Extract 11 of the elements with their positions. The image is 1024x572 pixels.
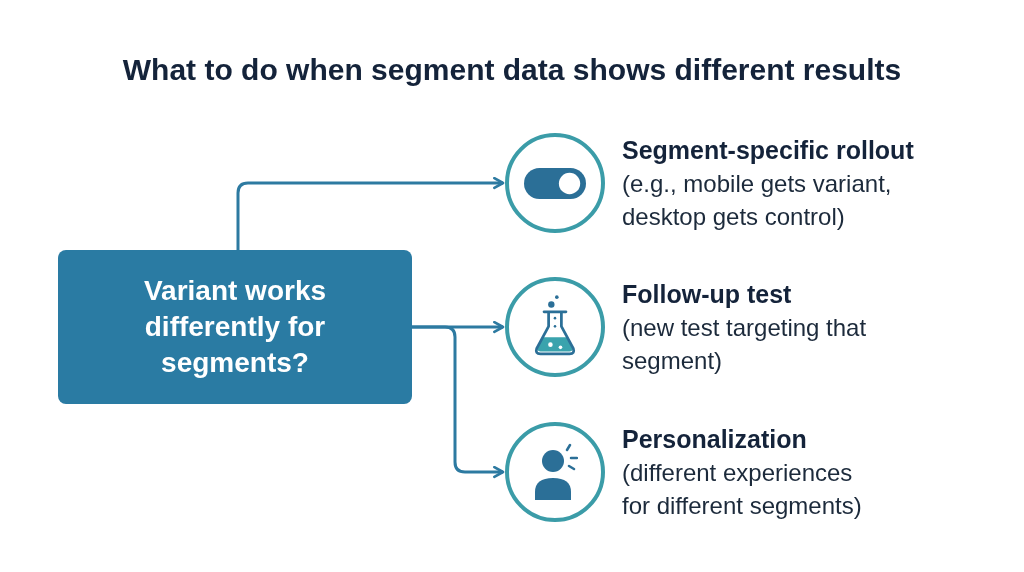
question-text: Variant works differently for segments? (142, 274, 328, 380)
diagram-title: What to do when segment data shows different results (121, 52, 903, 88)
decision-box (58, 250, 412, 404)
option-title: Personalization (622, 424, 808, 455)
connector-arrow (236, 176, 505, 250)
connector-arrow (412, 325, 505, 479)
option-description: (different experiences for different segments) (622, 458, 863, 521)
option-description: (e.g., mobile gets variant, desktop gets control) (622, 169, 893, 232)
option-title: Segment-specific rollout (622, 135, 915, 166)
option-title: Follow-up test (622, 279, 793, 310)
option-description: (new test targeting that segment) (622, 313, 868, 376)
